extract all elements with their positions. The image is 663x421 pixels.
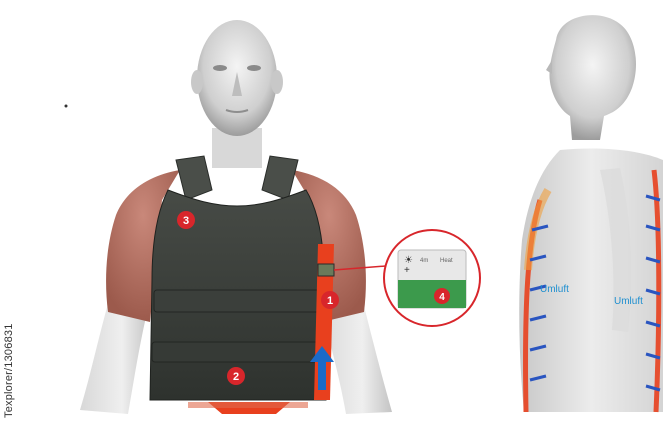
svg-text:Heat: Heat (440, 258, 453, 264)
side-head (549, 15, 636, 140)
side-torso (519, 148, 663, 412)
callout-3: 3 (177, 211, 195, 229)
svg-text:4m: 4m (420, 258, 428, 264)
vest-strap-left (176, 156, 212, 200)
control-unit (318, 264, 334, 276)
svg-text:1: 1 (327, 295, 333, 307)
stray-dot (65, 105, 68, 108)
side-airflow-label-left: Umluft (540, 284, 569, 295)
vest-strap-right (262, 156, 298, 200)
svg-text:+: + (404, 265, 410, 276)
svg-text:2: 2 (233, 371, 239, 383)
side-figure: Umluft Umluft (519, 15, 663, 412)
callout-2: 2 (227, 367, 245, 385)
front-figure (80, 20, 392, 414)
callout-1: 1 (321, 291, 339, 309)
inset-magnifier: ☀ + 4m Heat 4 (384, 230, 480, 326)
side-airflow-label-right: Umluft (614, 296, 643, 307)
svg-text:3: 3 (183, 215, 189, 227)
svg-text:4: 4 (439, 292, 445, 303)
